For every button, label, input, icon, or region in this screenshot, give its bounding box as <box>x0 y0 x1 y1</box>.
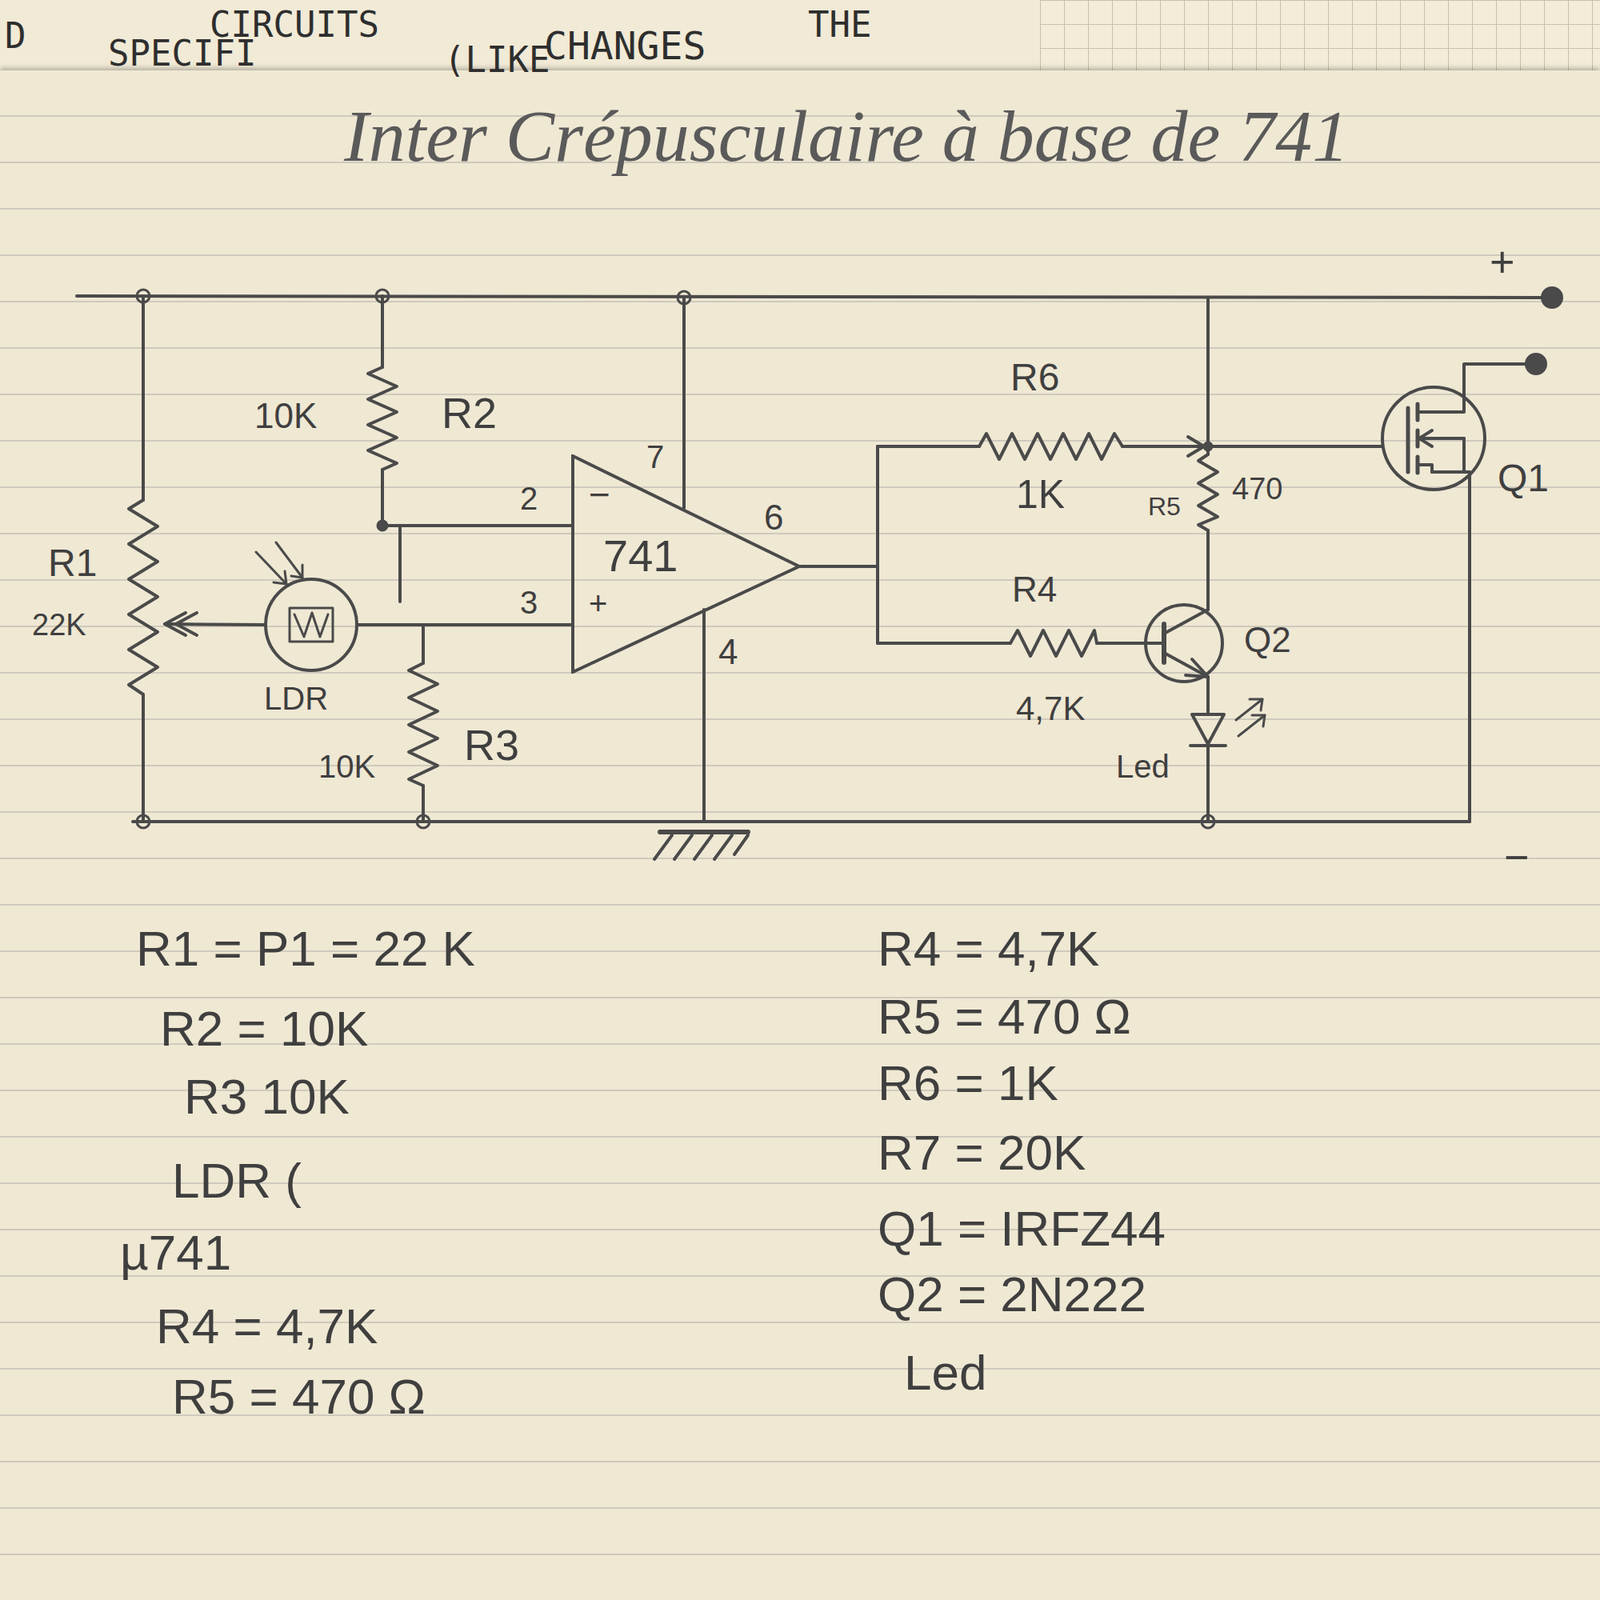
resistor-name: R2 <box>441 388 497 438</box>
parts-list-item: Q1 = IRFZ44 <box>877 1200 1166 1257</box>
wires <box>76 296 1543 822</box>
parts-list-item: R6 = 1K <box>877 1054 1059 1112</box>
inverting-input-sign: − <box>588 473 611 516</box>
pin-number: 6 <box>764 497 784 539</box>
transistor-name: Q1 <box>1497 456 1549 500</box>
pin-number: 2 <box>520 480 538 517</box>
terminals <box>1526 288 1562 374</box>
led-symbol <box>1190 699 1265 746</box>
parts-list-item: R4 = 4,7K <box>877 920 1100 977</box>
junction-dots <box>136 289 1215 828</box>
resistor-name: R3 <box>464 720 520 770</box>
underlying-page-text: THE <box>808 4 872 46</box>
ground-symbol <box>654 832 748 860</box>
parts-list-item: µ741 <box>120 1224 232 1281</box>
underlying-page-text: SPECIFI <box>108 33 256 75</box>
underlying-page-text: CHANGES <box>544 24 706 68</box>
resistor-value: 470 <box>1232 472 1283 508</box>
transistor-name: Q2 <box>1244 620 1292 661</box>
resistor-name: R4 <box>1012 569 1057 611</box>
npn-transistor-symbol <box>1145 604 1223 682</box>
parts-list-item: R3 10K <box>184 1068 350 1125</box>
parts-list-item: R1 = P1 = 22 K <box>136 920 476 977</box>
pin-number: 3 <box>520 584 538 621</box>
terminal-sign: + <box>1489 236 1516 287</box>
parts-list-item: R5 = 470 Ω <box>877 988 1132 1045</box>
parts-list-item: R5 = 470 Ω <box>172 1368 426 1425</box>
component-name: Led <box>1116 748 1170 785</box>
noninverting-input-sign: + <box>588 584 608 622</box>
pin-number: 7 <box>646 438 664 476</box>
underlying-page-text: (LIKE <box>444 40 550 81</box>
terminal-sign: − <box>1504 832 1530 882</box>
opamp-triangle: − 741+ <box>571 454 801 674</box>
parts-list-item: R2 = 10K <box>160 1000 368 1057</box>
resistor-name: R5 <box>1148 492 1181 522</box>
resistor-value: 10K <box>254 396 317 437</box>
ldr-symbol <box>256 542 357 671</box>
parts-list-item: R4 = 4,7K <box>156 1297 378 1355</box>
potentiometer-name: R1 <box>48 540 97 585</box>
parts-list-item: Q2 = 2N222 <box>877 1265 1147 1323</box>
parts-list-item: R7 = 20K <box>877 1124 1086 1181</box>
underlying-page-text: D <box>4 16 27 57</box>
resistor-value: 1K <box>1016 472 1065 519</box>
parts-list-item: LDR ( <box>172 1152 302 1209</box>
opamp-name: 741 <box>603 530 678 582</box>
component-name: LDR <box>264 680 328 717</box>
resistor-symbols <box>128 367 1218 786</box>
page-title: Inter Crépusculaire à base de 741 <box>344 94 1349 180</box>
potentiometer-value: 22K <box>32 608 87 644</box>
potentiometer-wiper <box>164 436 1204 636</box>
resistor-value: 10K <box>318 748 376 785</box>
mosfet-symbol <box>1382 387 1485 490</box>
resistor-value: 4,7K <box>1016 689 1085 728</box>
pin-number: 4 <box>718 632 738 673</box>
parts-list-item: Led <box>904 1344 987 1401</box>
resistor-name: R6 <box>1010 355 1060 400</box>
